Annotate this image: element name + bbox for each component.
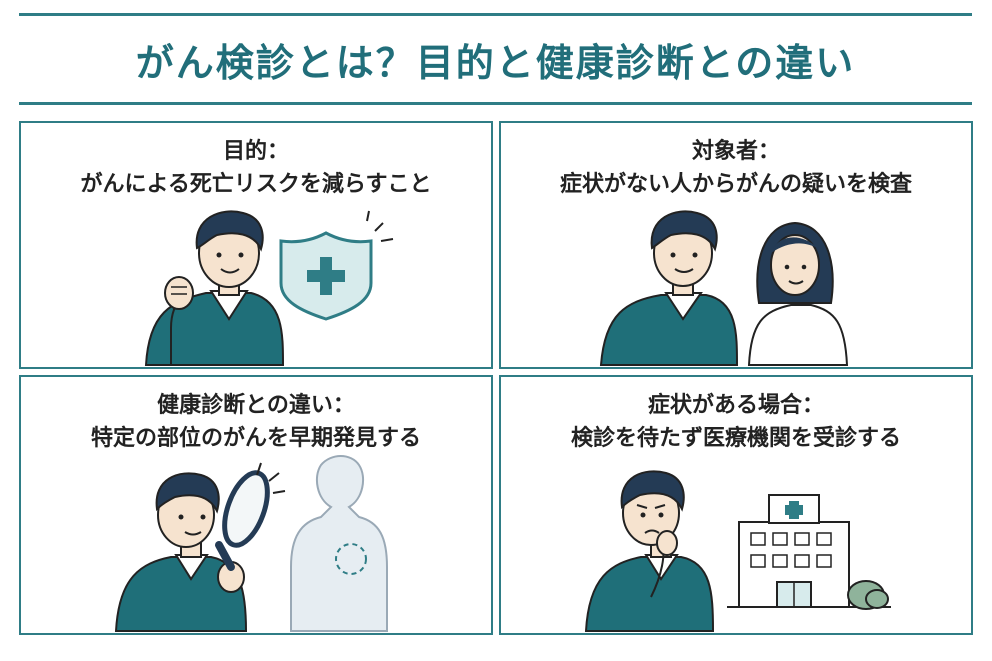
panel-symptoms-heading: 症状がある場合： <box>647 393 824 418</box>
shrub-icon <box>847 580 889 610</box>
panel-purpose: 目的： がんによる死亡リスクを減らすこと <box>19 121 493 369</box>
body-silhouette-icon <box>290 455 388 632</box>
panel-purpose-heading: 目的： <box>222 139 289 164</box>
panel-target-heading: 対象者： <box>691 139 780 164</box>
hospital-icon <box>727 494 891 608</box>
magnifying-glass-icon <box>215 462 286 571</box>
man-icon <box>599 210 739 366</box>
panel-difference-text: 特定の部位のがんを早期発見する <box>90 426 421 451</box>
panel-difference: 健康診断との違い： 特定の部位のがんを早期発見する <box>19 375 493 635</box>
title-rule-bottom <box>19 102 972 105</box>
man-and-hospital-illustration <box>584 470 891 632</box>
worried-man-icon <box>584 470 715 632</box>
man-icon <box>114 472 248 632</box>
panel-symptoms: 症状がある場合： 検診を待たず医療機関を受診する <box>499 375 973 635</box>
panel-difference-heading: 健康診断との違い： <box>157 393 355 418</box>
woman-icon <box>747 221 849 366</box>
man-with-magnifier-illustration <box>114 455 388 632</box>
panel-target-text: 症状がない人からがんの疑いを検査 <box>559 172 912 197</box>
man-and-woman-illustration <box>599 210 849 366</box>
page-title: がん検診とは？目的と健康診断との違い <box>135 40 856 85</box>
title-rule-top <box>19 13 972 16</box>
man-with-shield-illustration <box>144 210 394 366</box>
panel-purpose-text: がんによる死亡リスクを減らすこと <box>80 172 432 197</box>
panel-symptoms-text: 検診を待たず医療機関を受診する <box>570 426 901 451</box>
man-icon <box>144 210 285 366</box>
shield-icon <box>279 210 394 321</box>
panel-target: 対象者： 症状がない人からがんの疑いを検査 <box>499 121 973 369</box>
